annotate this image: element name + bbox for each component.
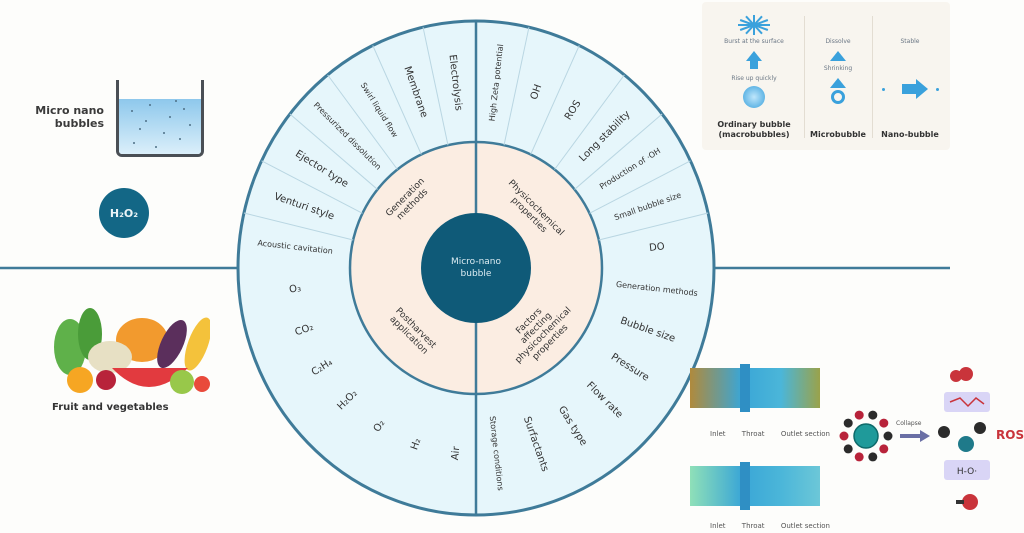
micro-nano-bubbles-label: Micro nano bubbles (35, 104, 104, 130)
legend-title: Ordinary bubble (macrobubbles) (717, 120, 791, 139)
collapse-label: Collapse (896, 420, 922, 427)
bubble-dot (155, 146, 157, 148)
nozzle-bottom-labels: Inlet Throat Outlet section (710, 522, 830, 530)
legend-divider (872, 16, 873, 138)
legend-column-microbubble: Dissolve Shrinking Microbubble (806, 10, 870, 142)
segment-separator (589, 160, 691, 214)
outer-ring-label: O₃ (289, 283, 302, 295)
ion-icon (938, 426, 950, 438)
venturi-nozzle-top (690, 364, 820, 412)
nozzle-label: Throat (741, 522, 765, 530)
segment-separator (261, 160, 363, 214)
bubble-dot (163, 132, 165, 134)
bubble-dot (139, 128, 141, 130)
legend-step: Stable (900, 38, 920, 45)
legend-column-nanobubble: Stable Nano-bubble (874, 10, 946, 142)
ion-icon (839, 431, 849, 441)
ros-label: ROS (996, 428, 1024, 442)
fruit-vegetables-label: Fruit and vegetables (52, 402, 169, 413)
burst-icon (738, 15, 770, 35)
segment-separator (243, 212, 354, 241)
legend-step: Burst at the surface (724, 38, 784, 45)
ros-species-column: H-O· (938, 367, 990, 510)
segment-separator (422, 27, 449, 146)
bubble-dot (131, 110, 133, 112)
arrow-up-icon (830, 51, 846, 61)
legend-title: Nano-bubble (881, 130, 939, 139)
ion-icon (879, 444, 889, 454)
ion-icon (854, 410, 864, 420)
segment-separator (598, 212, 709, 241)
legend-step: Shrinking (823, 65, 853, 72)
nozzle-label: Outlet section (780, 522, 830, 530)
bubble-dot (133, 142, 135, 144)
ion-icon (868, 410, 878, 420)
ion-icon (843, 444, 853, 454)
segment-separator (372, 45, 422, 155)
bubble-dot (183, 108, 185, 110)
legend-divider (804, 16, 805, 138)
superoxide-icon (950, 370, 962, 382)
arrow-stem (750, 61, 758, 69)
h2o-box-icon (944, 460, 990, 480)
bubble-dot (169, 116, 171, 118)
ion-icon (883, 431, 893, 441)
outer-ring-label: O₂ (372, 418, 388, 434)
segment-separator (503, 27, 530, 146)
nozzle-label: Throat (741, 430, 765, 438)
svg-text:H-O·: H-O· (957, 467, 977, 477)
center-core (421, 213, 531, 323)
arrow-up-icon (830, 78, 846, 88)
bubble-dot (149, 104, 151, 106)
venturi-nozzle-bottom (690, 462, 820, 510)
right-arrow-icon (874, 79, 946, 99)
ion-icon (879, 418, 889, 428)
legend-title: Microbubble (810, 130, 866, 139)
water-fill (119, 98, 201, 154)
segment-separator (327, 74, 398, 170)
macrobubble-icon (743, 86, 765, 108)
ion-icon (843, 418, 853, 428)
nozzle-label: Outlet section (780, 430, 830, 438)
legend-step: Dissolve (825, 38, 851, 45)
microbubble-icon (831, 90, 845, 104)
bubble-dot (175, 100, 177, 102)
arrow-up-icon (746, 51, 762, 61)
outer-ring-label: DO (649, 241, 666, 254)
legend-step: Rise up quickly (731, 75, 777, 82)
beaker-icon (116, 80, 204, 157)
ion-icon (854, 452, 864, 462)
ion-icon (868, 452, 878, 462)
legend-column-ordinary: Burst at the surface Rise up quickly Ord… (708, 10, 800, 142)
nozzle-label: Inlet (710, 522, 726, 530)
right-arrow-icon (900, 430, 930, 442)
segment-separator (554, 74, 625, 170)
charged-bubble-icon (839, 410, 893, 462)
outer-ring-label: OH (529, 83, 544, 101)
segment-separator (574, 113, 663, 190)
radical-box-icon (944, 392, 990, 412)
bubble-dot (145, 120, 147, 122)
nozzle-label: Inlet (710, 430, 726, 438)
fruit-vegetables-icon (54, 308, 210, 394)
h2o2-badge: H₂O₂ (99, 188, 149, 238)
bubble-types-legend: Burst at the surface Rise up quickly Ord… (702, 2, 950, 150)
segment-separator (289, 113, 378, 190)
segment-separator (530, 45, 580, 155)
outer-ring-label: H₂ (409, 437, 423, 452)
hydroxyl-icon (962, 494, 978, 510)
bubble-dot (189, 124, 191, 126)
bubble-dot (179, 138, 181, 140)
outer-ring-label: Air (450, 445, 463, 461)
nozzle-top-labels: Inlet Throat Outlet section (710, 430, 830, 438)
